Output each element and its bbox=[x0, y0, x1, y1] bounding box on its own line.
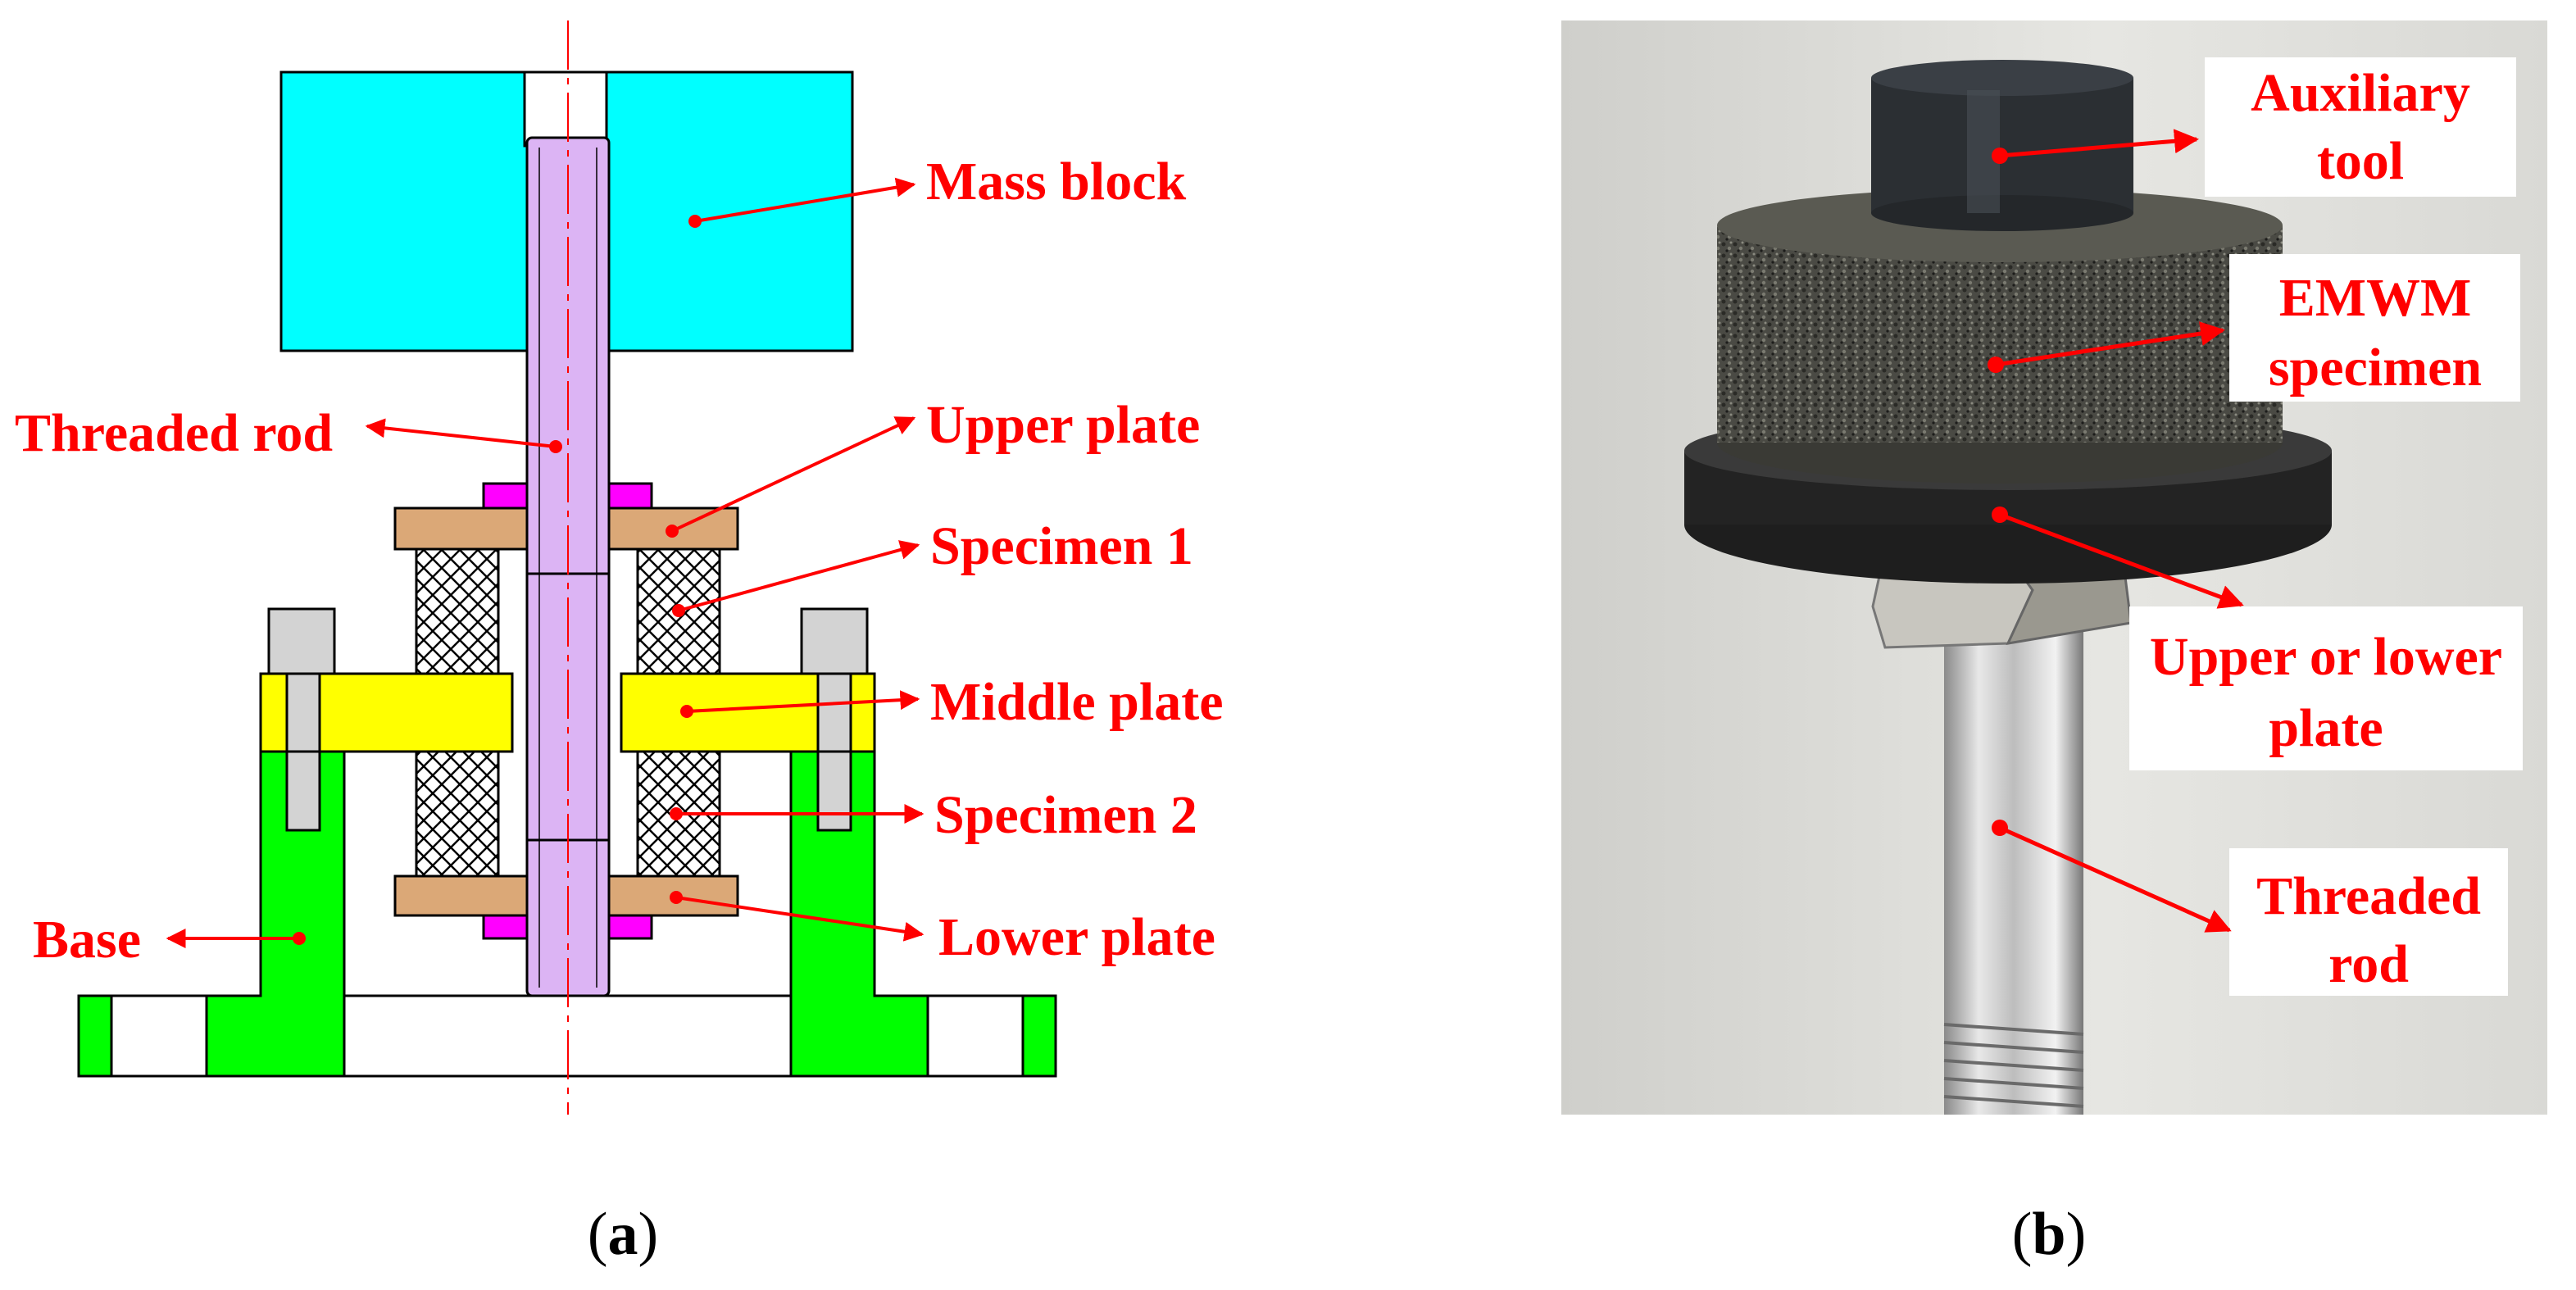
photo-threaded-rod bbox=[1943, 631, 2084, 1115]
photo-auxiliary-tool bbox=[1871, 60, 2133, 231]
leader-dots-a bbox=[293, 215, 702, 945]
label-auxiliary-line1: Auxiliary bbox=[2251, 63, 2470, 123]
leader-arrows-b bbox=[1995, 129, 2244, 933]
label-emwm-line1: EMWM bbox=[2279, 268, 2472, 328]
caption-a: (a) bbox=[588, 1201, 658, 1268]
label-upper-plate: Upper plate bbox=[926, 395, 1200, 455]
label-middle-plate: Middle plate bbox=[930, 672, 1224, 732]
label-lower-plate: Lower plate bbox=[938, 907, 1215, 967]
caption-a-letter: a bbox=[608, 1201, 638, 1268]
label-base: Base bbox=[33, 910, 141, 970]
panel-b-photo: Auxiliary tool EMWM specimen Upper or lo… bbox=[1561, 20, 2547, 1268]
leader-dots-b bbox=[1988, 148, 2008, 836]
middle-plate bbox=[259, 672, 876, 753]
label-rod-line1: Threaded bbox=[2256, 866, 2481, 926]
label-specimen-2: Specimen 2 bbox=[934, 785, 1197, 845]
label-boxes-b bbox=[2129, 57, 2523, 996]
label-threaded-rod: Threaded rod bbox=[15, 403, 333, 463]
label-plate-line1: Upper or lower bbox=[2150, 627, 2502, 687]
label-mass-block: Mass block bbox=[926, 152, 1187, 211]
caption-b: (b) bbox=[2012, 1201, 2086, 1268]
label-plate-line2: plate bbox=[2269, 698, 2383, 758]
panel-a-schematic: Mass block Threaded rod Upper plate Spec… bbox=[15, 20, 1224, 1268]
label-specimen-1: Specimen 1 bbox=[930, 516, 1193, 576]
label-auxiliary-line2: tool bbox=[2317, 131, 2404, 191]
caption-b-letter: b bbox=[2032, 1201, 2065, 1268]
label-emwm-line2: specimen bbox=[2269, 338, 2482, 397]
label-rod-line2: rod bbox=[2328, 934, 2409, 994]
leader-arrows-a bbox=[166, 177, 925, 948]
